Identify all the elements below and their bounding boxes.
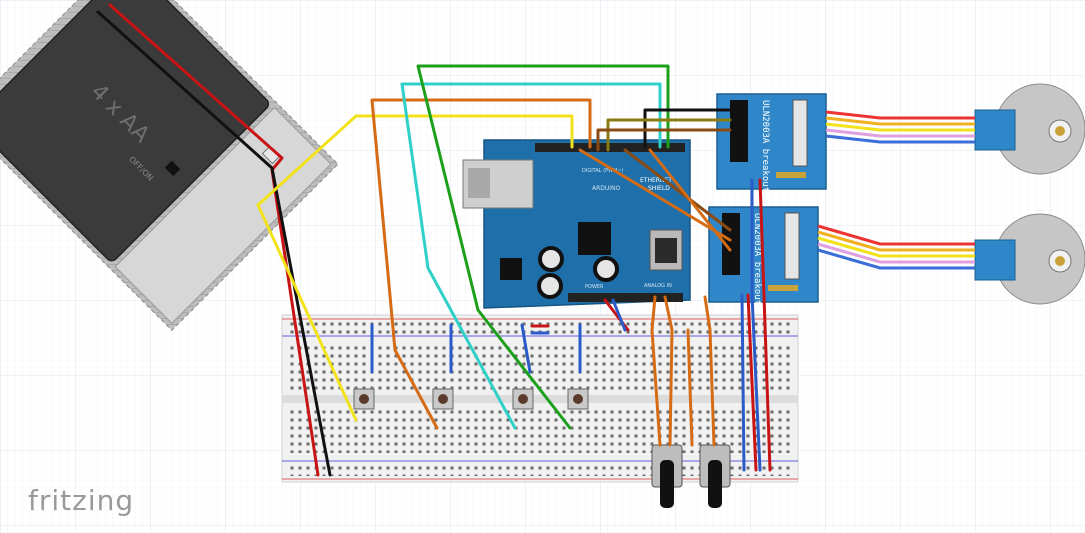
wire-cyan[interactable] [400, 82, 662, 430]
wire-orange-1[interactable] [370, 98, 592, 430]
driver-1-label: ULN2003A breakout [760, 100, 770, 192]
brand-text: ARDUINO [592, 185, 621, 192]
wire-olive[interactable] [606, 118, 732, 152]
battery-pack[interactable]: 4 x AA OFF/ON [0, 0, 339, 332]
wire-pot-orange-2[interactable] [663, 295, 674, 447]
power-label: POWER [585, 284, 604, 290]
stepper-motor-2[interactable] [974, 213, 1085, 305]
fritzing-logo: fritzing [28, 484, 134, 517]
potentiometer-1[interactable] [651, 444, 683, 508]
capacitor-1 [538, 246, 564, 272]
push-button-4[interactable] [567, 388, 589, 410]
wire-yellow[interactable] [256, 114, 574, 422]
arduino-ethernet-shield[interactable]: ARDUINO DIGITAL (PWM~) ETHERNET SHIELD A… [462, 139, 691, 309]
motor-cable-2 [817, 224, 975, 270]
wire-orange-2[interactable] [578, 148, 732, 242]
wire-green[interactable] [416, 64, 670, 430]
driver-board-1[interactable]: ULN2003A breakout [716, 93, 827, 192]
wire-pot-orange-1[interactable] [650, 295, 662, 447]
wire-power-blue[interactable] [611, 298, 627, 332]
capacitor-2 [537, 273, 563, 299]
wire-battery-black[interactable] [96, 10, 332, 477]
wire-brown-1[interactable] [596, 128, 732, 152]
board-label: ETHERNET [640, 177, 672, 184]
wire-brown-2[interactable] [623, 148, 732, 232]
board-label-2: SHIELD [648, 185, 670, 192]
driver-2-label: ULN2003A breakout [752, 213, 762, 305]
digital-label: DIGITAL (PWM~) [582, 168, 624, 174]
breadboard-gutter [282, 395, 798, 403]
wire-driver-red-2[interactable] [758, 178, 772, 472]
analog-label: ANALOG IN [644, 283, 672, 289]
header-bottom [568, 293, 683, 302]
wire-pot-orange-3[interactable] [703, 295, 716, 447]
wire-driver-blue-2[interactable] [750, 178, 762, 472]
battery-switch[interactable] [164, 160, 181, 177]
ethernet-chip [578, 222, 611, 255]
potentiometer-2[interactable] [699, 444, 731, 508]
wire-orange-3[interactable] [648, 148, 732, 252]
wire-driver-red-1[interactable] [746, 293, 758, 472]
push-button-2[interactable] [432, 388, 454, 410]
wire-battery-red[interactable] [108, 3, 320, 477]
wire-black-signal[interactable] [643, 108, 732, 149]
push-button-3[interactable] [512, 388, 534, 410]
push-button-1[interactable] [353, 388, 375, 410]
wire-pot-orange-4[interactable] [686, 328, 694, 447]
motor-cable-1 [825, 110, 975, 144]
header-top [535, 143, 685, 152]
jumper-blue-3[interactable] [520, 323, 532, 374]
voltage-regulator [500, 258, 522, 280]
capacitor-3 [593, 256, 619, 282]
wire-driver-blue-1[interactable] [740, 293, 746, 472]
